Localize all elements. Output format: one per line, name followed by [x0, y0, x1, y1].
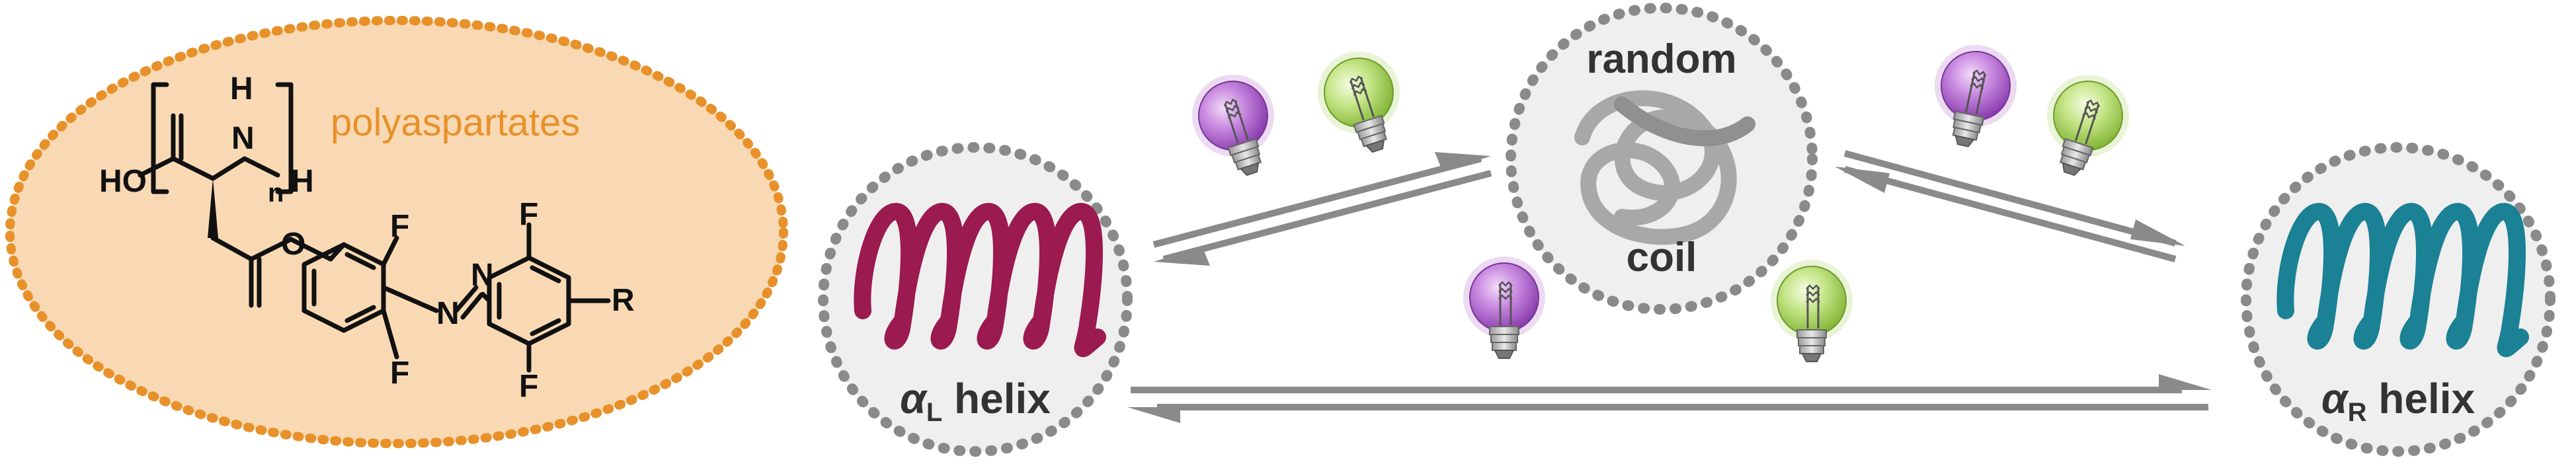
equilibrium-arrows	[1127, 150, 2212, 423]
alpha-l-label: αL helix	[900, 375, 1051, 427]
molecule-panel: polyaspartates HO H N H n O F F F F N N …	[5, 16, 788, 448]
arrowhead-coil-to-left	[1154, 246, 1210, 266]
green-light-bulb-icon	[2029, 63, 2141, 188]
arrowhead-right-to-coil	[1835, 167, 1890, 193]
molecule-oval	[5, 16, 788, 448]
ring1-fluoro-bonds	[381, 235, 399, 360]
arrowhead-left-to-right	[2159, 374, 2212, 390]
atom-f4: F	[519, 369, 538, 404]
atom-f2: F	[390, 356, 409, 391]
polymer-name-label: polyaspartates	[331, 101, 580, 144]
atom-r-group: R	[612, 283, 635, 318]
aryl-link	[480, 291, 492, 303]
green-light-bulb-icon	[1306, 40, 1418, 165]
atom-f1: F	[390, 209, 409, 244]
arrow-coil-to-right	[1843, 150, 2177, 247]
atom-f3: F	[519, 197, 538, 232]
random-coil-label-line1: random	[1586, 36, 1736, 82]
violet-light-bulb-icon	[1921, 36, 2026, 155]
atom-azo-n2: N	[471, 258, 494, 293]
violet-light-bulb-icon	[1462, 255, 1547, 360]
stereo-wedge	[208, 178, 218, 238]
arrowhead-coil-to-right	[2130, 219, 2185, 246]
benzyl-link	[328, 242, 346, 262]
side-chain-bonds	[210, 235, 333, 308]
arrowhead-left-to-coil	[1435, 152, 1491, 172]
green-light-bulb-icon	[1769, 258, 1854, 363]
atom-h-end: H	[291, 164, 314, 199]
azo-bonds	[381, 285, 484, 320]
subscript-n: n	[268, 178, 284, 208]
atom-ester-o: O	[281, 227, 305, 262]
ring2-substituent-bonds	[526, 222, 611, 373]
violet-light-bulb-icon	[1180, 63, 1292, 188]
atom-ho: HO	[99, 164, 147, 199]
alpha-r-helix-state: αR helix	[2241, 142, 2556, 457]
coil-icon	[1574, 90, 1755, 245]
right-bracket	[275, 82, 294, 194]
arrowhead-right-to-left	[1127, 407, 1180, 423]
random-coil-label-line2: coil	[1627, 235, 1697, 280]
atom-azo-n1: N	[436, 296, 460, 331]
atom-nh-h: H	[230, 71, 253, 106]
left-bracket	[151, 82, 169, 194]
alpha-l-helix-state: αL helix	[818, 142, 1133, 457]
arrow-coil-to-left	[1162, 170, 1492, 262]
atom-n: N	[231, 121, 255, 156]
arrow-right-to-coil	[1843, 166, 2177, 262]
backbone-bonds	[138, 113, 280, 181]
benzyl-ring	[302, 242, 386, 333]
random-coil-state: random coil	[1506, 3, 1818, 315]
alpha-r-label: αR helix	[2321, 375, 2475, 427]
arrow-left-to-coil	[1152, 155, 1482, 248]
